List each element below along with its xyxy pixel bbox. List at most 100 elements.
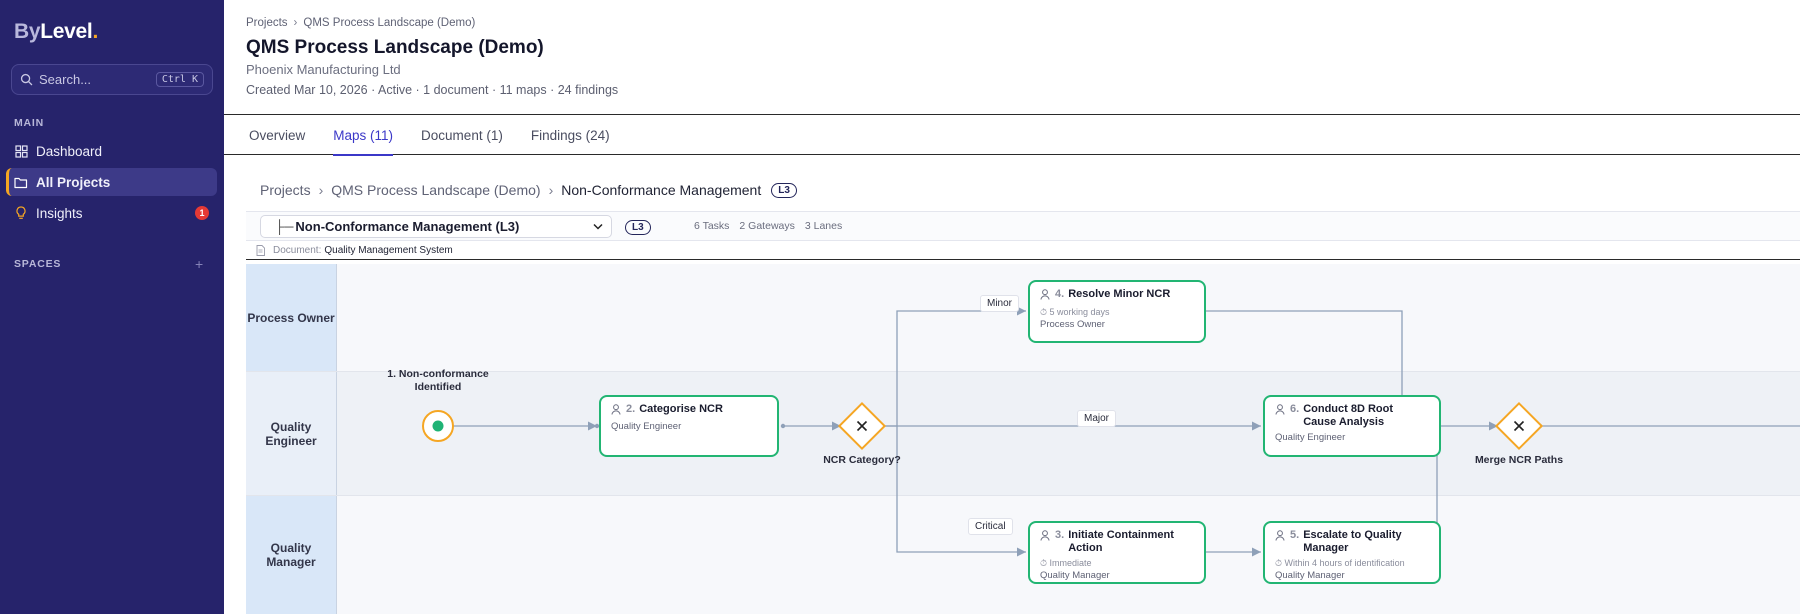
task-duration: ⏱ Immediate	[1040, 558, 1092, 568]
document-label: Document:	[273, 245, 322, 256]
logo-level: Level	[40, 20, 93, 43]
gateway-label-merge: Merge NCR Paths	[1474, 454, 1564, 466]
folder-icon	[14, 175, 28, 189]
gateway-merge-ncr-paths[interactable]	[1494, 401, 1544, 451]
task-title: Escalate to Quality Manager	[1303, 529, 1402, 554]
gateway-ncr-category[interactable]	[837, 401, 887, 451]
task-number: 2.	[626, 403, 636, 415]
map-toolbar: ├─ Non-Conformance Management (L3) L3 6 …	[246, 211, 1800, 241]
chevron-right-icon: ›	[293, 17, 298, 29]
map-stats: 6 Tasks 2 Gateways 3 Lanes	[694, 220, 842, 232]
tab-document[interactable]: Document (1)	[421, 127, 503, 143]
chevron-down-icon	[593, 223, 603, 230]
map-select[interactable]: ├─ Non-Conformance Management (L3)	[260, 215, 612, 238]
person-icon	[1275, 404, 1285, 419]
document-line: Document: Quality Management System	[246, 242, 1800, 260]
project-meta: Created Mar 10, 2026 · Active · 1 docume…	[246, 83, 619, 97]
add-space-plus-icon[interactable]: +	[195, 256, 204, 272]
task-role: Quality Manager	[1040, 570, 1110, 581]
sidebar-item-insights[interactable]: Insights 1	[6, 199, 217, 227]
sidebar-item-label: Insights	[36, 205, 83, 221]
breadcrumb-project[interactable]: QMS Process Landscape (Demo)	[303, 17, 476, 29]
task-number: 5.	[1290, 529, 1300, 541]
project-tabs: Overview Maps (11) Document (1) Findings…	[224, 115, 1800, 156]
stat-lanes: 3 Lanes	[804, 220, 843, 232]
task-number: 4.	[1055, 288, 1065, 300]
lane-header-quality-engineer: Quality Engineer	[246, 372, 337, 495]
task-number: 6.	[1290, 403, 1300, 415]
gateway-label-ncr-category: NCR Category?	[823, 454, 901, 466]
search-input[interactable]: Search... Ctrl K	[11, 64, 213, 95]
sidebar-item-all-projects[interactable]: All Projects	[6, 168, 217, 196]
person-icon	[1040, 530, 1050, 545]
map-breadcrumb-projects[interactable]: Projects	[260, 182, 311, 198]
sidebar: ByLevel. Search... Ctrl K MAIN Dashboard…	[0, 0, 224, 614]
task-categorise-ncr[interactable]: 2. Categorise NCR Quality Engineer	[599, 395, 779, 457]
task-role: Quality Engineer	[1275, 432, 1346, 443]
task-title: Resolve Minor NCR	[1068, 288, 1171, 300]
logo-dot: .	[92, 20, 98, 43]
flow-label-minor: Minor	[980, 295, 1020, 312]
lane-header-process-owner: Process Owner	[246, 264, 337, 371]
project-header: Projects › QMS Process Landscape (Demo) …	[224, 0, 1800, 115]
search-shortcut: Ctrl K	[155, 72, 204, 87]
flow-label-critical: Critical	[968, 518, 1013, 535]
chevron-right-icon: ›	[548, 182, 554, 198]
breadcrumb-projects[interactable]: Projects	[246, 17, 288, 29]
task-title: Initiate Containment Action	[1068, 529, 1174, 554]
map-breadcrumb-project[interactable]: QMS Process Landscape (Demo)	[331, 182, 541, 198]
tab-maps[interactable]: Maps (11)	[333, 115, 393, 156]
tab-overview[interactable]: Overview	[249, 127, 306, 143]
lane-header-quality-manager: Quality Manager	[246, 496, 337, 614]
map-breadcrumb: Projects › QMS Process Landscape (Demo) …	[260, 182, 797, 198]
logo[interactable]: ByLevel.	[14, 20, 98, 44]
sidebar-item-dashboard[interactable]: Dashboard	[6, 137, 217, 165]
task-title: Conduct 8D Root Cause Analysis	[1303, 403, 1394, 428]
lightbulb-icon	[14, 206, 28, 220]
task-duration: ⏱ Within 4 hours of identification	[1275, 558, 1405, 568]
main-section-label: MAIN	[14, 117, 45, 129]
task-resolve-minor-ncr[interactable]: 4. Resolve Minor NCR ⏱ 5 working days Pr…	[1028, 280, 1206, 343]
company-name: Phoenix Manufacturing Ltd	[246, 62, 401, 77]
map-area: Projects › QMS Process Landscape (Demo) …	[224, 156, 1800, 614]
breadcrumb: Projects › QMS Process Landscape (Demo)	[246, 17, 475, 29]
insights-count-badge: 1	[195, 206, 209, 220]
lane-divider	[246, 371, 1800, 372]
search-icon	[20, 73, 33, 86]
process-diagram[interactable]: Process Owner Quality Engineer Quality M…	[246, 264, 1800, 614]
lane-quality-engineer	[337, 372, 1800, 496]
chevron-right-icon: ›	[318, 182, 324, 198]
sidebar-item-label: Dashboard	[36, 143, 103, 159]
spaces-section-label: SPACES	[14, 258, 62, 270]
sidebar-item-label: All Projects	[36, 174, 111, 190]
search-placeholder: Search...	[39, 72, 92, 87]
person-icon	[611, 404, 621, 419]
person-icon	[1040, 289, 1050, 304]
map-breadcrumb-current: Non-Conformance Management	[561, 182, 762, 198]
task-role: Quality Engineer	[611, 421, 682, 432]
task-escalate-to-qm[interactable]: 5. Escalate to Quality Manager ⏱ Within …	[1263, 521, 1441, 584]
person-icon	[1275, 530, 1285, 545]
dashboard-icon	[14, 144, 28, 158]
stat-gateways: 2 Gateways	[739, 220, 795, 232]
task-conduct-8d[interactable]: 6. Conduct 8D Root Cause Analysis Qualit…	[1263, 395, 1441, 457]
task-initiate-containment[interactable]: 3. Initiate Containment Action ⏱ Immedia…	[1028, 521, 1206, 584]
level-badge: L3	[771, 182, 797, 198]
task-role: Process Owner	[1040, 319, 1105, 330]
document-icon	[256, 245, 265, 256]
task-title: Categorise NCR	[639, 403, 723, 415]
main-content: Projects › QMS Process Landscape (Demo) …	[224, 0, 1800, 614]
document-link[interactable]: Quality Management System	[324, 245, 453, 256]
start-event-label: 1. Non-conformance Identified	[387, 368, 489, 393]
tab-findings[interactable]: Findings (24)	[530, 127, 610, 143]
task-role: Quality Manager	[1275, 570, 1345, 581]
tree-branch-icon: ├─	[275, 219, 294, 234]
logo-by: By	[14, 20, 41, 43]
flow-label-major: Major	[1077, 410, 1117, 427]
toolbar-level-badge: L3	[625, 220, 651, 235]
lane-divider	[246, 495, 1800, 496]
map-select-value: Non-Conformance Management (L3)	[295, 219, 520, 234]
page-title: QMS Process Landscape (Demo)	[246, 37, 544, 58]
flow-connectors	[422, 306, 1800, 557]
